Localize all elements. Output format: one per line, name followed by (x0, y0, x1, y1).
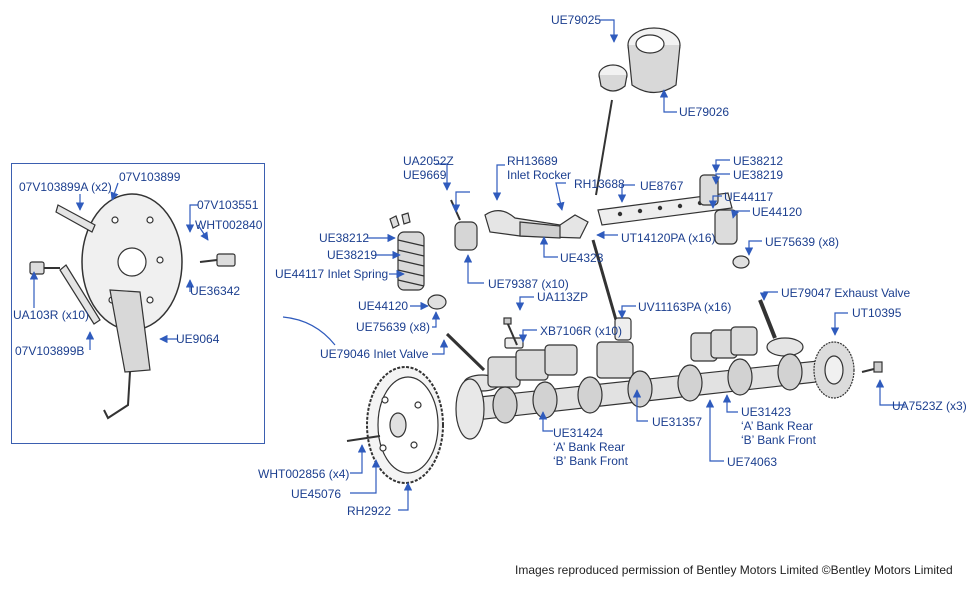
label-ue79046-inlet-valve: UE79046 Inlet Valve (320, 347, 429, 361)
push-rod-lower (591, 239, 618, 321)
label-ue9064: UE9064 (176, 332, 220, 346)
label-rh13688: RH13688 (574, 177, 625, 191)
label-ua2052z: UA2052Z (403, 154, 454, 168)
label-inlet-rocker: Inlet Rocker (507, 168, 572, 182)
label-ue79025: UE79025 (551, 13, 602, 27)
label-uv11163pa: UV11163PA (x16) (638, 300, 732, 314)
inlet-rocker-part (484, 210, 589, 239)
label-ue9669: UE9669 (403, 168, 447, 182)
inset-swoosh (282, 316, 336, 346)
label-ue38219-right: UE38219 (733, 168, 784, 182)
label-xb7106r: XB7106R (x10) (540, 324, 623, 338)
label-ue74063: UE74063 (727, 455, 778, 469)
copyright-credit: Images reproduced permission of Bentley … (515, 563, 953, 577)
label-ue38212-right: UE38212 (733, 154, 784, 168)
label-rh2922: RH2922 (347, 504, 392, 518)
label-07v103899a: 07V103899A (x2) (19, 180, 112, 194)
label-07v103899: 07V103899 (119, 170, 181, 184)
label-ue31357: UE31357 (652, 415, 703, 429)
timing-gear-part (346, 366, 444, 484)
leader-lines (29, 19, 905, 511)
label-ue44117-right: UE44117 (724, 190, 774, 204)
label-ue31423: UE31423 (741, 405, 792, 419)
rocker-bush-part (454, 221, 478, 251)
label-ue38219-left: UE38219 (327, 248, 378, 262)
label-ue36342: UE36342 (190, 284, 241, 298)
label-ue44120-left: UE44120 (358, 299, 409, 313)
label-ua7523z: UA7523Z (x3) (892, 399, 967, 413)
exhaust-valve-part (758, 299, 804, 357)
label-ue44120-right: UE44120 (752, 205, 803, 219)
label-ue75639-right: UE75639 (x8) (765, 235, 840, 249)
timing-tool-part (29, 193, 236, 420)
label-ua113zp: UA113ZP (537, 290, 589, 304)
label-ue38212-left: UE38212 (319, 231, 370, 245)
label-ua103r: UA103R (x10) (13, 308, 90, 322)
label-wht002856: WHT002856 (x4) (258, 467, 350, 481)
label-ue75639-left: UE75639 (x8) (356, 320, 431, 334)
label-b-bank-front: ‘B’ Bank Front (741, 433, 816, 447)
label-ue79047-exhaust-valve: UE79047 Exhaust Valve (781, 286, 911, 300)
tappet-blocks-part (487, 317, 758, 388)
push-rod-upper (595, 99, 613, 196)
label-07v103899b: 07V103899B (15, 344, 85, 358)
label-a-bank-rear: ‘A’ Bank Rear (741, 419, 814, 433)
label-ut10395: UT10395 (852, 306, 902, 320)
label-ue79387: UE79387 (x10) (488, 277, 569, 291)
label-ue31424: UE31424 (553, 426, 604, 440)
inset-timing-tool-panel (11, 163, 265, 444)
ua113zp-bolt-part (506, 321, 518, 346)
rocker-shaft-part (597, 192, 733, 226)
label-ue4323: UE4323 (560, 251, 604, 265)
inlet-spring-part (389, 212, 447, 310)
label-ut14120pa: UT14120PA (x16) (621, 231, 716, 245)
rocker-springs-right (699, 174, 750, 269)
label-07v103551: 07V103551 (197, 198, 259, 212)
label-wht002840: WHT002840 (195, 218, 263, 232)
label-a-bank-rear-2: ‘A’ Bank Rear (553, 440, 626, 454)
label-ue8767: UE8767 (640, 179, 684, 193)
camshaft-part (455, 353, 853, 440)
ua113zp-head (503, 317, 512, 325)
tappet-bucket-part (598, 27, 681, 94)
label-ue79026: UE79026 (679, 105, 730, 119)
label-b-bank-front-2: ‘B’ Bank Front (553, 454, 628, 468)
cam-end-sprocket-part (813, 341, 883, 399)
label-rh13689: RH13689 (507, 154, 558, 168)
label-ue44117-inlet-spring: UE44117 Inlet Spring (275, 267, 389, 281)
label-ue45076: UE45076 (291, 487, 342, 501)
